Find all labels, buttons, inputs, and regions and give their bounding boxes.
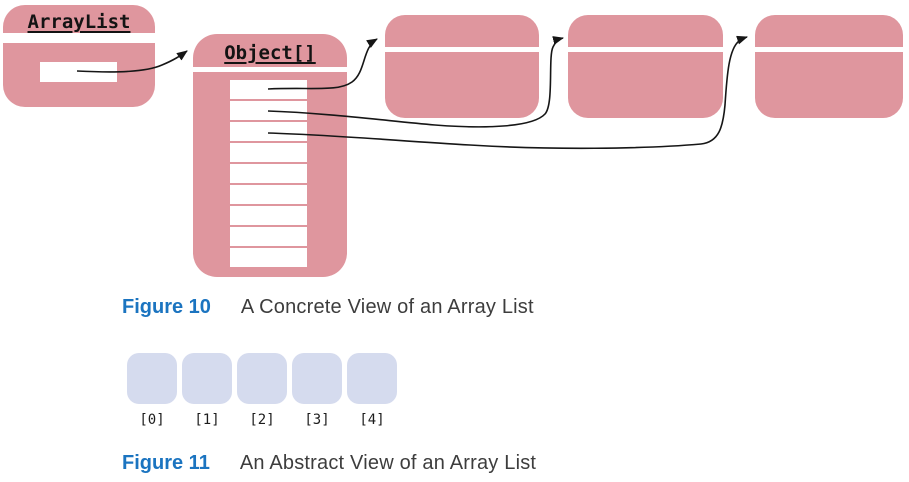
array-cell-7 xyxy=(230,227,307,246)
array-cell-3 xyxy=(230,143,307,162)
abstract-cell-0 xyxy=(127,353,177,404)
figure10-caption: Figure 10 A Concrete View of an Array Li… xyxy=(122,296,534,319)
abstract-cell-3 xyxy=(292,353,342,404)
figure11-diagram: [0] [1] [2] [3] [4] xyxy=(127,353,397,428)
figure11-caption: Figure 11 An Abstract View of an Array L… xyxy=(122,452,536,475)
array-cells xyxy=(230,80,307,267)
arraylist-object-box: ArrayList xyxy=(3,5,155,107)
object-array-box: Object[] xyxy=(193,34,347,277)
abstract-cell-column-3: [3] xyxy=(292,353,342,428)
abstract-cell-1 xyxy=(182,353,232,404)
compartment-divider xyxy=(385,47,539,52)
compartment-divider xyxy=(193,67,347,72)
array-cell-1 xyxy=(230,101,307,120)
abstract-cell-2 xyxy=(237,353,287,404)
array-cell-8 xyxy=(230,248,307,267)
element-object-box-3 xyxy=(755,15,903,118)
index-label-2: [2] xyxy=(249,412,275,428)
figure11-caption-text: An Abstract View of an Array List xyxy=(239,452,537,474)
array-cell-6 xyxy=(230,206,307,225)
abstract-cell-column-1: [1] xyxy=(182,353,232,428)
array-cell-2 xyxy=(230,122,307,141)
array-cell-4 xyxy=(230,164,307,183)
elementdata-reference-field xyxy=(40,62,117,82)
arraylist-class-title: ArrayList xyxy=(27,11,131,33)
index-label-3: [3] xyxy=(304,412,330,428)
abstract-cell-column-0: [0] xyxy=(127,353,177,428)
abstract-cell-column-2: [2] xyxy=(237,353,287,428)
figure10-caption-text: A Concrete View of an Array List xyxy=(240,296,534,318)
element-object-box-2 xyxy=(568,15,723,118)
compartment-divider xyxy=(755,47,903,52)
abstract-cell-column-4: [4] xyxy=(347,353,397,428)
compartment-divider xyxy=(3,33,155,43)
compartment-divider xyxy=(568,47,723,52)
index-label-4: [4] xyxy=(359,412,385,428)
index-label-1: [1] xyxy=(194,412,220,428)
abstract-cell-4 xyxy=(347,353,397,404)
element-object-box-1 xyxy=(385,15,539,118)
index-label-0: [0] xyxy=(139,412,165,428)
figure10-label: Figure 10 xyxy=(122,296,211,318)
array-cell-5 xyxy=(230,185,307,204)
figure11-label: Figure 11 xyxy=(122,452,210,474)
array-cell-0 xyxy=(230,80,307,99)
object-array-title: Object[] xyxy=(224,42,316,64)
